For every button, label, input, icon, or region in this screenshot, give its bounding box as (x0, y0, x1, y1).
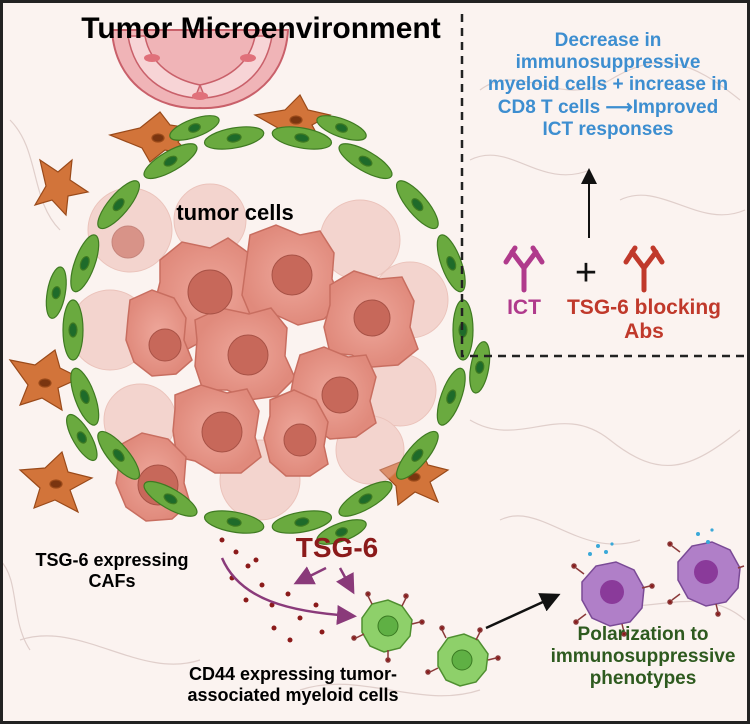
blood-vessel (110, 29, 290, 110)
polarized-cell-2 (667, 528, 745, 617)
outcome-line-5: ICT responses (542, 118, 674, 140)
myeloid-cell-1 (351, 591, 425, 663)
outcome-line-1: Decrease in (554, 30, 662, 51)
polarization-label-line-3: phenotypes (589, 667, 697, 689)
caf-label: TSG-6 expressing CAFs (2, 550, 222, 591)
tsg6-blocking-antibody-icon (623, 245, 665, 293)
myeloid-label-line-1: CD44 expressing tumor- (188, 664, 398, 684)
ict-label: ICT (507, 296, 541, 319)
blocking-label: TSG-6 blocking Abs (554, 296, 734, 344)
plus-sign: + (574, 252, 598, 294)
myeloid-cell-2 (425, 625, 501, 687)
blocking-label-line-2: Abs (624, 320, 664, 344)
tsg6-flow-arrow (220, 557, 357, 626)
blocking-label-line-1: TSG-6 blocking (566, 296, 721, 319)
outcome-line-4: CD8 T cells ⟶Improved (497, 96, 719, 118)
outcome-text: Decrease in immunosuppressive myeloid ce… (466, 30, 750, 141)
outcome-box-border (460, 14, 748, 358)
outcome-line-2: immunosuppressive (515, 52, 701, 74)
outcome-line-3: myeloid cells + increase in (487, 74, 729, 96)
polarization-arrow (485, 593, 561, 630)
tsg6-arrow-left (293, 566, 327, 585)
caf-label-line-1: TSG-6 expressing (35, 550, 189, 570)
tsg6-arrow-right (336, 567, 355, 595)
tsg6-label: TSG-6 (295, 532, 379, 563)
polarization-label-line-2: immunosuppressive (550, 645, 736, 667)
polarization-label: Polarization to immunosuppressive phenot… (538, 624, 748, 690)
tumor-cells-label: tumor cells (176, 200, 294, 225)
tumor-cells-cluster (69, 183, 449, 522)
page-title: Tumor Microenvironment (81, 12, 441, 45)
caf-ring (45, 115, 491, 545)
polarized-cell-1 (571, 542, 655, 637)
ict-antibody-icon (503, 245, 545, 293)
myeloid-label-line-2: associated myeloid cells (187, 684, 399, 705)
polarization-label-line-1: Polarization to (577, 624, 709, 645)
myeloid-label: CD44 expressing tumor- associated myeloi… (148, 664, 438, 705)
caf-label-line-2: CAFs (88, 570, 136, 591)
